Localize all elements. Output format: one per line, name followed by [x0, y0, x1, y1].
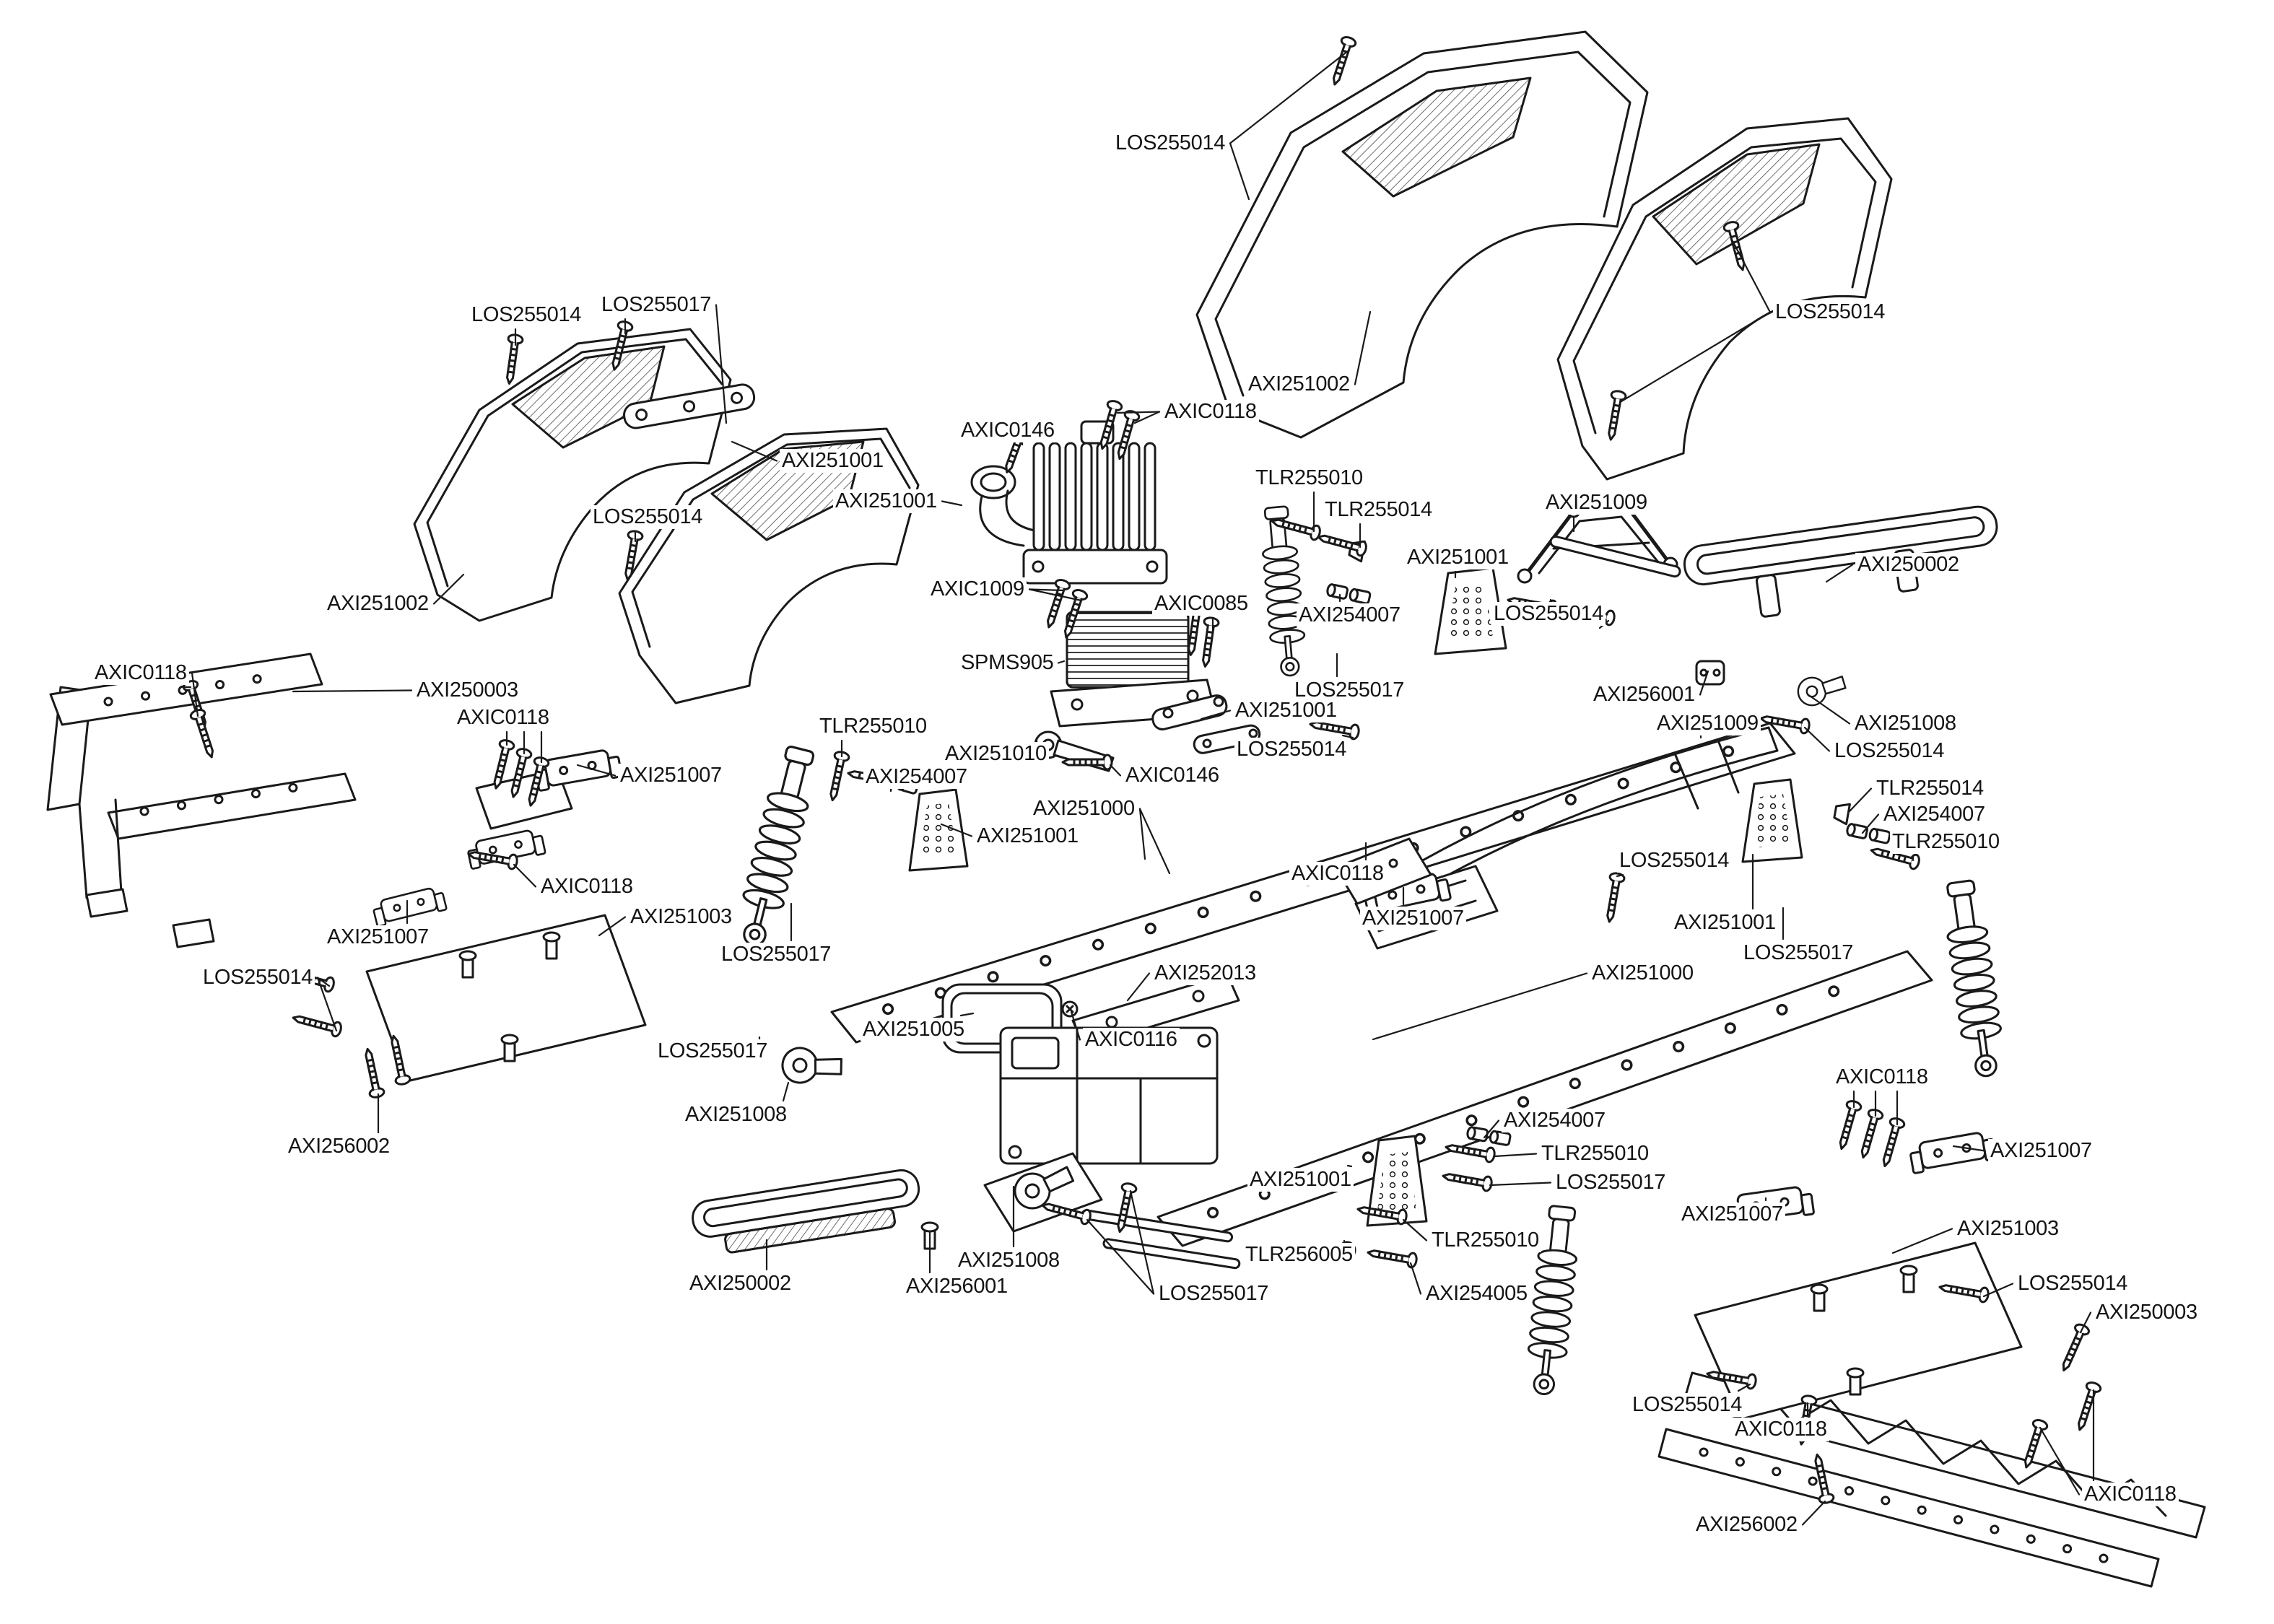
part-label-axi251000: AXI251000: [1031, 797, 1137, 821]
part-label-axic0118: AXIC0118: [1162, 400, 1259, 424]
part-label-axi254007: AXI254007: [1502, 1109, 1608, 1133]
part-label-axic0118: AXIC0118: [455, 706, 552, 730]
part-label-axi251003: AXI251003: [628, 905, 734, 930]
part-label-los255017: LOS255017: [1741, 941, 1856, 966]
part-label-axi251007: AXI251007: [1988, 1139, 2094, 1164]
part-label-axi251001: AXI251001: [833, 489, 939, 514]
part-label-axi256001: AXI256001: [1591, 683, 1697, 707]
part-label-axi250003: AXI250003: [414, 678, 520, 703]
part-label-axi252013: AXI252013: [1152, 961, 1258, 986]
front-bumper-illustration: [692, 1169, 920, 1254]
part-label-tlr255014: TLR255014: [1323, 498, 1434, 523]
part-label-axi251005: AXI251005: [861, 1018, 967, 1042]
part-label-axi250003: AXI250003: [2094, 1301, 2200, 1325]
part-label-axi254007: AXI254007: [1881, 803, 1987, 827]
part-label-los255017: LOS255017: [719, 943, 834, 967]
part-label-axi254007: AXI254007: [1297, 603, 1403, 628]
part-label-los255014: LOS255014: [2016, 1272, 2130, 1296]
part-label-los255017: LOS255017: [1156, 1282, 1271, 1306]
part-label-los255014: LOS255014: [1630, 1393, 1745, 1418]
part-label-axi251007: AXI251007: [325, 925, 431, 950]
part-label-axi251001: AXI251001: [1672, 911, 1778, 935]
part-label-axic0118: AXIC0118: [1733, 1418, 1829, 1442]
part-label-axi256002: AXI256002: [286, 1135, 392, 1159]
part-label-axi254007: AXI254007: [863, 765, 970, 790]
part-label-axi251007: AXI251007: [1679, 1202, 1785, 1227]
part-label-los255014: LOS255014: [591, 505, 705, 530]
part-label-tlr255010: TLR255010: [1429, 1228, 1541, 1253]
part-label-axi254005: AXI254005: [1424, 1282, 1530, 1306]
part-label-axi256002: AXI256002: [1694, 1513, 1800, 1537]
part-label-los255014: LOS255014: [1491, 602, 1606, 627]
part-label-tlr256005: TLR256005: [1243, 1243, 1355, 1267]
part-label-axic0118: AXIC0118: [1834, 1065, 1930, 1090]
part-label-axi251002: AXI251002: [325, 592, 431, 616]
part-label-axi251007: AXI251007: [1360, 907, 1466, 931]
part-label-tlr255010: TLR255010: [1890, 830, 2002, 855]
part-label-axi251001: AXI251001: [975, 824, 1081, 849]
part-label-los255014: LOS255014: [1617, 849, 1732, 873]
part-label-axic0085: AXIC0085: [1152, 592, 1250, 616]
part-label-axi251002: AXI251002: [1246, 372, 1352, 397]
right-rock-slider-illustration: [1657, 1371, 2206, 1588]
motor-heatsink-illustration: [970, 420, 1168, 585]
part-label-axi251008: AXI251008: [956, 1249, 1062, 1273]
part-label-los255017: LOS255017: [655, 1039, 770, 1064]
part-label-axic1009: AXIC1009: [928, 577, 1027, 602]
part-label-axi250002: AXI250002: [1855, 553, 1961, 577]
part-label-axic0146: AXIC0146: [959, 419, 1057, 443]
part-label-axic0118: AXIC0118: [539, 875, 635, 899]
steering-bellcrank-illustration: [1151, 694, 1261, 754]
part-label-axi251009: AXI251009: [1543, 491, 1650, 515]
part-label-axic0116: AXIC0116: [1083, 1028, 1180, 1052]
part-label-tlr255010: TLR255010: [817, 715, 929, 739]
part-label-axic0118: AXIC0118: [1289, 862, 1386, 886]
part-label-axi251001: AXI251001: [1405, 546, 1511, 570]
part-label-los255017: LOS255017: [599, 293, 714, 318]
part-label-los255014: LOS255014: [1113, 131, 1228, 156]
part-label-axi251009: AXI251009: [1655, 712, 1761, 736]
part-label-los255017: LOS255017: [1292, 678, 1407, 703]
part-label-spms905: SPMS905: [959, 651, 1056, 676]
part-label-los255014: LOS255014: [201, 966, 315, 990]
part-label-axi251001: AXI251001: [780, 449, 886, 473]
part-label-axic0118: AXIC0118: [2082, 1483, 2179, 1507]
part-label-axi251001: AXI251001: [1247, 1168, 1354, 1192]
part-label-axic0118: AXIC0118: [92, 661, 189, 686]
part-label-los255014: LOS255014: [469, 303, 584, 328]
part-label-axi251008: AXI251008: [1852, 712, 1959, 736]
part-label-axi251008: AXI251008: [683, 1103, 789, 1127]
part-label-axi251010: AXI251010: [943, 742, 1049, 767]
part-label-axic0146: AXIC0146: [1123, 764, 1221, 788]
part-label-axi251007: AXI251007: [618, 764, 724, 788]
esc-illustration: [1050, 611, 1217, 728]
leader-lines: [182, 49, 2095, 1526]
part-label-axi251003: AXI251003: [1955, 1217, 2061, 1241]
part-label-los255014: LOS255014: [1234, 738, 1349, 762]
part-label-axi256001: AXI256001: [904, 1275, 1010, 1299]
part-label-axi251000: AXI251000: [1590, 961, 1696, 986]
part-label-tlr255014: TLR255014: [1874, 777, 1986, 801]
part-label-los255014: LOS255014: [1773, 300, 1888, 325]
part-label-los255014: LOS255014: [1832, 739, 1947, 764]
part-label-tlr255010: TLR255010: [1539, 1142, 1651, 1166]
part-label-los255017: LOS255017: [1554, 1171, 1668, 1195]
front-fender-brace-illustration: [623, 383, 756, 429]
part-label-tlr255010: TLR255010: [1253, 466, 1365, 491]
shock-towers-illustration: [908, 567, 1803, 1227]
part-label-axi250002: AXI250002: [687, 1272, 793, 1296]
